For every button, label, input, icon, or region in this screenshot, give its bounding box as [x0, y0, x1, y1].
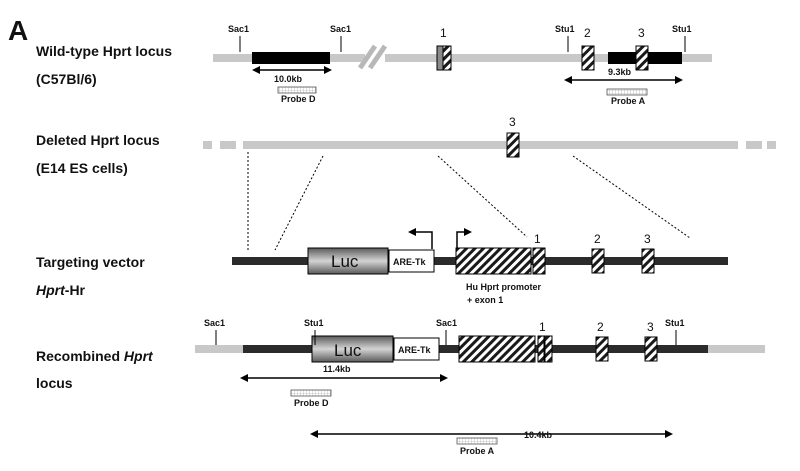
wildtype-exon-2: [581, 45, 595, 71]
exon-number: 3: [644, 232, 651, 246]
vector-sublabel-rest: -Hr: [65, 282, 86, 298]
homology-line: [437, 155, 528, 238]
recombined-aretk-label: ARE-Tk: [398, 345, 431, 355]
site-label: Stu1: [665, 318, 685, 328]
recombined-aretk-box: [393, 337, 440, 361]
recombined-luc-label: Luc: [334, 341, 362, 360]
vector-luc-box: [307, 247, 389, 275]
promoter-direction-arrow: [456, 228, 472, 249]
recombined-exon-1b: [544, 335, 553, 363]
vector-sublabel-italic: Hprt: [36, 282, 66, 298]
vector-luc-label: Luc: [331, 252, 359, 271]
probe-label: Probe A: [611, 96, 646, 106]
distance-label: 11.4kb: [323, 364, 351, 374]
recombined-sublabel: locus: [36, 375, 73, 391]
exon-number: 2: [584, 26, 591, 40]
deleted-dash: [220, 141, 236, 149]
break-mark: [357, 44, 378, 70]
probe-d: [290, 389, 332, 397]
promoter-note: + exon 1: [467, 295, 503, 305]
probe-a: [606, 88, 648, 96]
deleted-label: Deleted Hprt locus: [36, 132, 160, 148]
recombined-exon-1a: [537, 335, 545, 363]
distance-label: 9.3kb: [608, 67, 632, 77]
deleted-dash: [203, 141, 212, 149]
site-label: Sac1: [228, 24, 249, 34]
panel-label: A: [8, 15, 28, 46]
recombined-luc-box: [311, 335, 394, 363]
wildtype-exon-1-grey: [436, 45, 444, 71]
recombined-exon-2: [595, 336, 609, 362]
exon-number: 3: [509, 115, 516, 129]
wildtype-sublabel: (C57Bl/6): [36, 71, 97, 87]
deleted-exon-3: [506, 132, 520, 158]
homology-lines: [247, 152, 691, 251]
site-label: Stu1: [555, 24, 575, 34]
vector-aretk-label: ARE-Tk: [393, 257, 426, 267]
exon-number: 1: [440, 26, 447, 40]
vector-promoter-box: [455, 247, 532, 275]
probe-label: Probe A: [460, 446, 495, 456]
distance-label: 10.4kb: [524, 430, 553, 440]
wildtype-black-block: [252, 52, 330, 64]
recombined-label-prefix: Recombined: [36, 348, 124, 364]
site-label: Stu1: [304, 318, 324, 328]
wildtype-locus: Sac1 Sac1 Stu1 Stu1 1 2 3 10.0kb 9.3kb P…: [213, 24, 712, 106]
wildtype-exon-1-hatch: [442, 45, 452, 71]
exon-number: 2: [597, 320, 604, 334]
break-mark: [367, 44, 388, 70]
site-label: Sac1: [204, 318, 225, 328]
recombined-promoter-box: [458, 335, 536, 363]
exon-number: 3: [647, 320, 654, 334]
recombined-exon-3: [644, 336, 658, 362]
wildtype-label: Wild-type Hprt locus: [36, 43, 172, 59]
vector-label: Targeting vector: [36, 254, 145, 270]
site-label: Stu1: [672, 24, 692, 34]
deleted-line: [243, 141, 738, 149]
deleted-sublabel: (E14 ES cells): [36, 160, 128, 176]
vector-exon-1: [532, 247, 546, 275]
exon-number: 2: [594, 232, 601, 246]
probe-a: [456, 437, 498, 445]
vector-aretk-box: [388, 249, 435, 273]
recombined-locus: Luc ARE-Tk Sac1 Stu1 Sac1 Stu1 1 2 3 11.…: [195, 318, 765, 456]
aretk-direction-arrow: [408, 228, 433, 249]
wildtype-exon-3: [635, 45, 649, 71]
vector-sublabel: Hprt-Hr: [36, 282, 86, 298]
deleted-dash: [767, 141, 776, 149]
homology-line: [274, 155, 324, 251]
homology-line: [572, 155, 691, 239]
probe-d: [277, 86, 317, 94]
vector-exon-2: [591, 248, 605, 274]
probe-label: Probe D: [294, 398, 329, 408]
deleted-dash: [746, 141, 762, 149]
deleted-locus: 3: [203, 115, 776, 158]
exon-number: 1: [539, 320, 546, 334]
vector-exon-3: [641, 248, 655, 274]
probe-label: Probe D: [281, 94, 316, 104]
exon-number: 3: [638, 26, 645, 40]
distance-label: 10.0kb: [274, 74, 303, 84]
recombined-label: Recombined Hprt: [36, 348, 154, 364]
targeting-vector: Luc ARE-Tk 1 2 3 Hu Hprt promoter + exon…: [232, 228, 728, 305]
site-label: Sac1: [436, 318, 457, 328]
recombined-label-italic: Hprt: [124, 348, 154, 364]
exon-number: 1: [534, 232, 541, 246]
site-label: Sac1: [330, 24, 351, 34]
promoter-note: Hu Hprt promoter: [466, 282, 541, 292]
